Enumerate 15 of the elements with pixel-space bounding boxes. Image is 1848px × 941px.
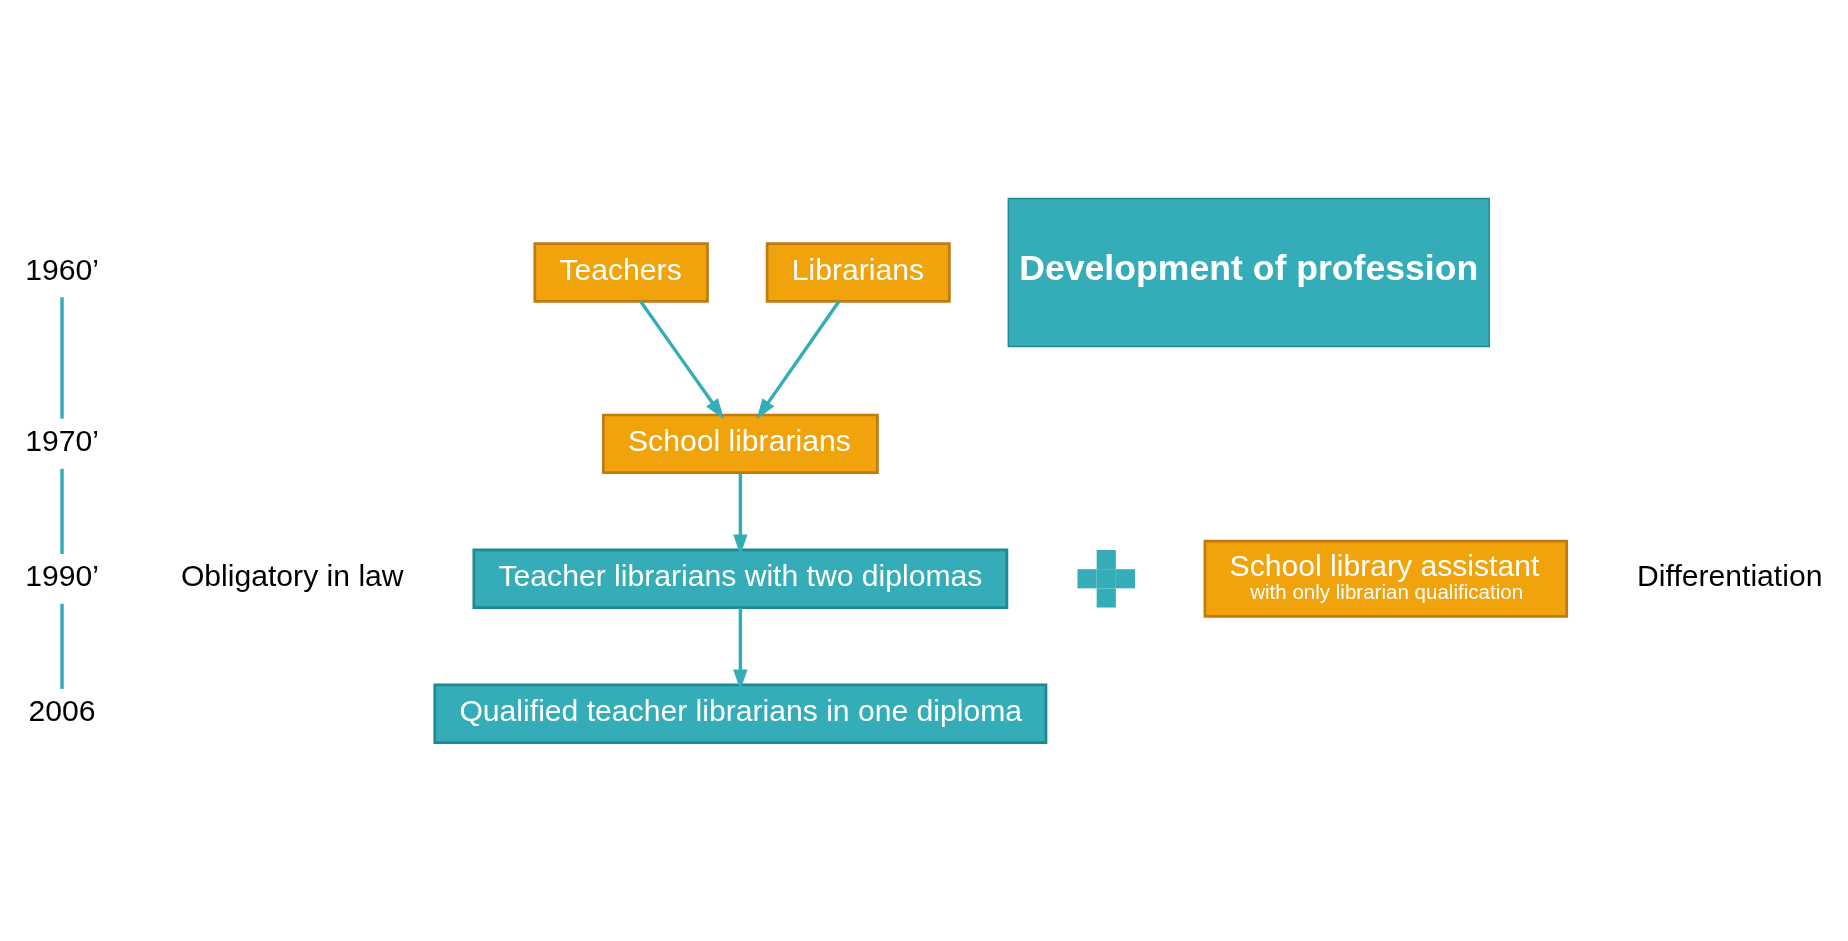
arrow xyxy=(756,300,841,420)
node-box: Qualified teacher librarians in one diploma xyxy=(433,683,1048,744)
node-box: Librarians xyxy=(765,242,951,303)
label: Obligatory in law xyxy=(180,559,404,593)
label: 1960’ xyxy=(25,253,99,287)
node-box: Teachers xyxy=(533,242,709,303)
node-box: Teacher librarians with two diplomas xyxy=(472,548,1009,609)
arrow xyxy=(639,300,724,420)
label: Differentiation xyxy=(1637,559,1823,593)
node-box: School library assistant with only librarian qualification xyxy=(1203,539,1569,618)
label: 1990’ xyxy=(25,559,99,593)
node-box: Development of profession xyxy=(1007,197,1490,348)
label: 1970’ xyxy=(25,424,99,458)
label: 2006 xyxy=(28,694,96,728)
node-box: School librarians xyxy=(601,413,879,474)
